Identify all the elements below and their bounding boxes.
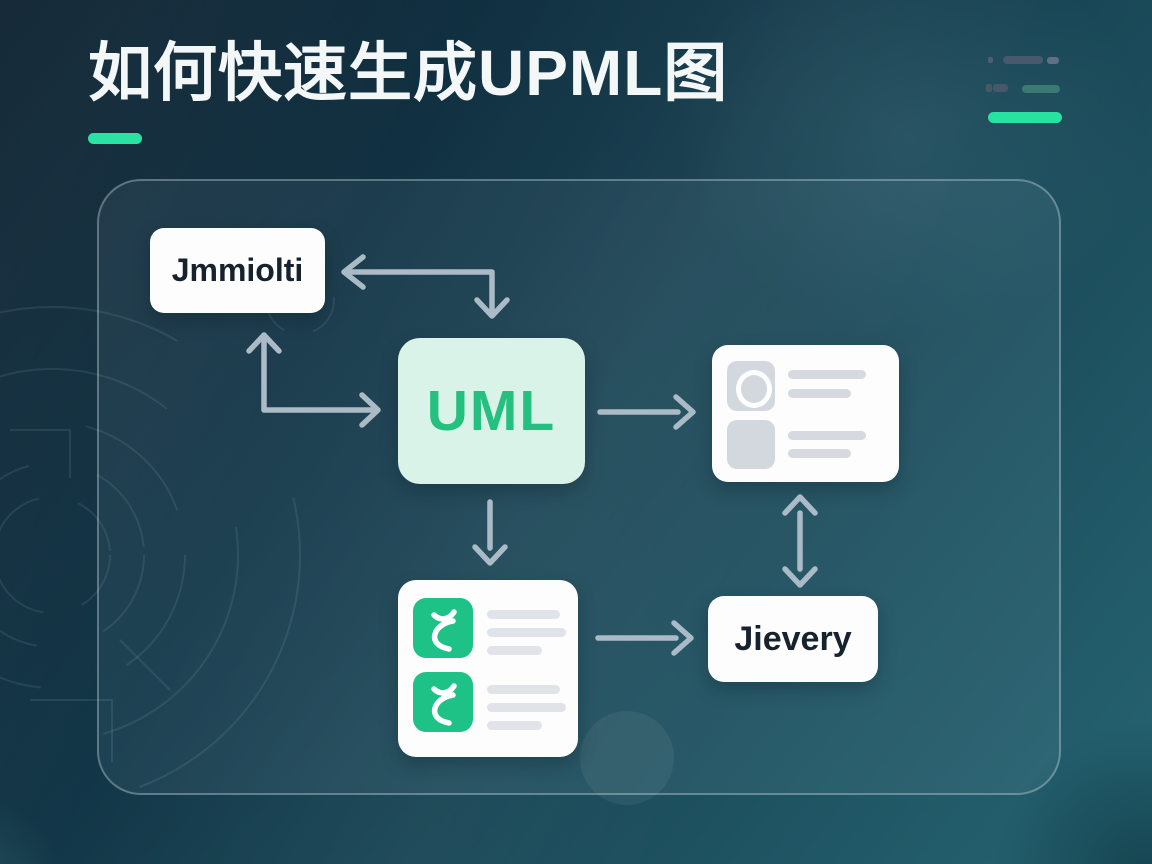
avatar-ring-icon [736,370,772,408]
page-title: 如何快速生成UPML图 [88,37,729,109]
menu-bar-accent [988,112,1062,123]
green-squiggle-icon [413,598,473,658]
node-uml-label: UML [426,379,557,443]
menu-bar [1022,85,1060,93]
skeleton-line [487,610,560,619]
node-list-card [398,580,578,757]
node-jmmiolti-label: Jmmiolti [171,252,304,288]
menu-bar [993,84,1008,92]
skeleton-line [788,389,851,398]
squiggle-glyph [431,609,457,652]
node-uml: UML [398,338,585,484]
skeleton-line [487,721,542,730]
menu-lines-icon [980,52,1070,127]
menu-bar [1003,56,1043,64]
skeleton-line [788,431,866,440]
node-jievery: Jievery [708,596,878,682]
squiggle-glyph [431,683,457,726]
menu-bar [1047,57,1059,64]
menu-dot [988,57,993,63]
node-preview-card [712,345,899,482]
node-jievery-label: Jievery [734,619,852,658]
menu-dot [986,84,992,92]
skeleton-line [788,449,851,458]
background-soft-circle [580,711,674,805]
placeholder-square-icon [727,420,775,469]
skeleton-line [788,370,866,379]
green-squiggle-icon [413,672,473,732]
avatar-square-icon [727,361,775,411]
node-jmmiolti: Jmmiolti [150,228,325,313]
skeleton-line [487,703,566,712]
skeleton-line [487,628,566,637]
title-accent-bar [88,133,142,144]
skeleton-line [487,685,560,694]
skeleton-line [487,646,542,655]
